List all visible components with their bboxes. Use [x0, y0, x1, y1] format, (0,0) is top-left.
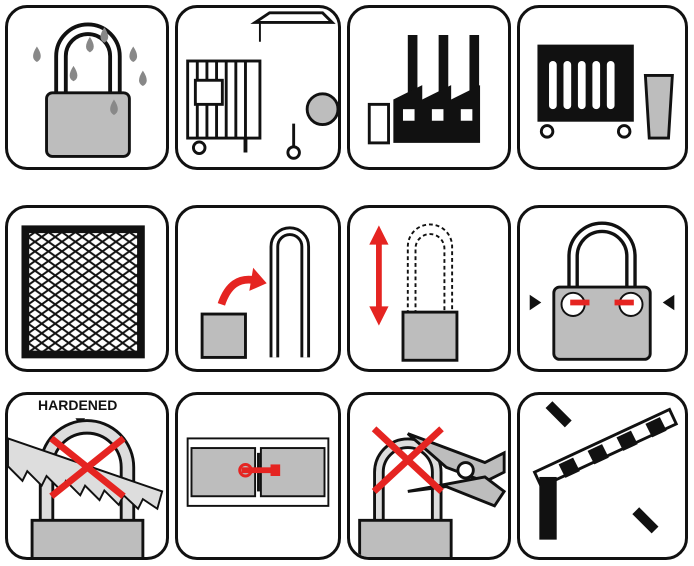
tile-barrier-gate: [517, 392, 688, 560]
padlock-rain-icon: [33, 22, 147, 158]
double-locking-icon: [529, 221, 675, 361]
tile-security-grille: [5, 205, 169, 372]
tile-hardened-shackle: HARDENED: [5, 392, 169, 560]
saw-resistant-icon: [8, 418, 164, 557]
bolt-cutter-icon: [358, 426, 507, 557]
tile-double-locking: [517, 205, 688, 372]
tile-long-shackle: [347, 205, 511, 372]
mesh-grille-icon: [21, 225, 145, 359]
tile-removable-shackle: [175, 205, 341, 372]
dumpster-icon: [537, 44, 674, 140]
double-door-hasp-icon: [186, 437, 330, 507]
hardened-label: HARDENED: [38, 397, 118, 413]
barrier-gate-icon: [532, 401, 679, 540]
tile-construction-site: [175, 5, 341, 170]
tile-industrial: [347, 5, 511, 170]
tile-bolt-cutter-resistant: [347, 392, 511, 560]
tile-waste-container: [517, 5, 688, 170]
tile-weather-resistant: [5, 5, 169, 170]
construction-crane-icon: [186, 11, 338, 160]
adjustable-shackle-icon: [369, 223, 459, 362]
factory-icon: [367, 34, 481, 145]
tile-door-hasp: [175, 392, 341, 560]
removable-shackle-icon: [200, 226, 311, 359]
